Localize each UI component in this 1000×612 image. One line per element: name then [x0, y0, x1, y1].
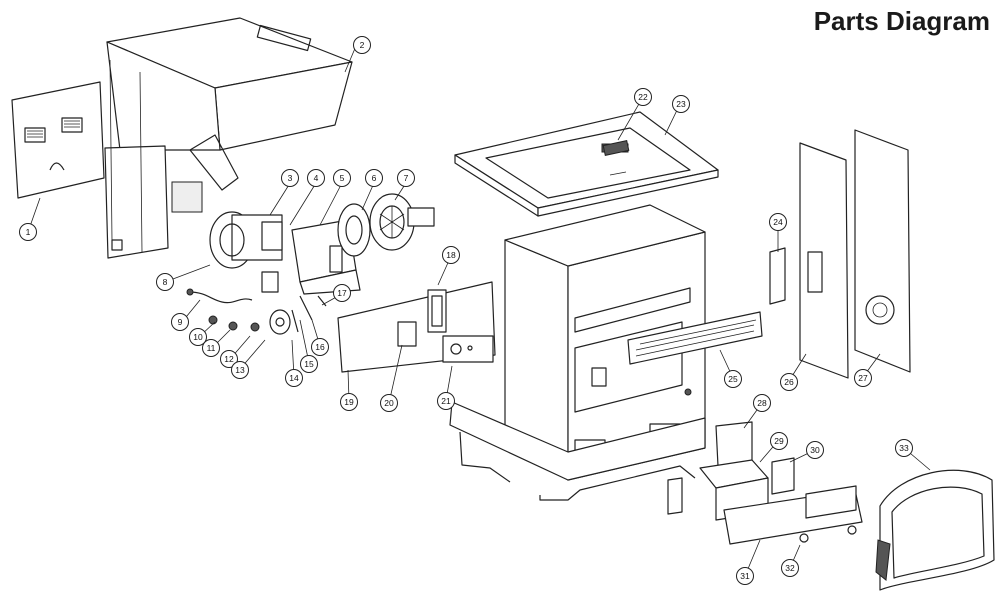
callout: 33 [895, 439, 913, 457]
callout: 13 [231, 361, 249, 379]
callout-label: 32 [785, 563, 795, 573]
callout: 10 [189, 328, 207, 346]
leader-lines [27, 45, 931, 577]
top-trim [602, 140, 630, 156]
side-panels [769, 129, 911, 379]
callout-bubbles: 1 2 3 4 5 6 7 8 9 10 11 12 13 14 15 16 1… [19, 36, 913, 585]
callout: 4 [307, 169, 325, 187]
callout: 14 [285, 369, 303, 387]
callout: 2 [353, 36, 371, 54]
callout-label: 17 [337, 288, 347, 298]
callout: 11 [202, 339, 220, 357]
callout-label: 26 [784, 377, 794, 387]
combustion-blower [209, 211, 283, 269]
callout-label: 23 [676, 99, 686, 109]
callout: 1 [19, 223, 37, 241]
callout-label: 7 [404, 173, 409, 183]
callout: 32 [781, 559, 799, 577]
callout-label: 24 [773, 217, 783, 227]
callout-label: 6 [372, 173, 377, 183]
callout-label: 11 [207, 343, 216, 353]
callout: 18 [442, 246, 460, 264]
side-panel [11, 81, 105, 199]
callout-label: 14 [289, 373, 299, 383]
callout: 6 [365, 169, 383, 187]
callout-label: 20 [384, 398, 394, 408]
callout: 20 [380, 394, 398, 412]
callout: 29 [770, 432, 788, 450]
callout-label: 31 [740, 571, 750, 581]
callout: 12 [220, 350, 238, 368]
callout: 8 [156, 273, 174, 291]
callout-label: 3 [288, 173, 293, 183]
callout-label: 8 [163, 277, 168, 287]
callout: 9 [171, 313, 189, 331]
callout: 19 [340, 393, 358, 411]
callout: 26 [780, 373, 798, 391]
door [875, 469, 995, 591]
callout-label: 9 [178, 317, 183, 327]
callout-label: 29 [774, 436, 784, 446]
callout-label: 25 [728, 374, 738, 384]
callout: 3 [281, 169, 299, 187]
callout-label: 1 [26, 227, 31, 237]
hopper [104, 17, 353, 259]
callout-label: 5 [340, 173, 345, 183]
convection-fan [369, 193, 435, 251]
callout: 16 [311, 338, 329, 356]
grille-plate [627, 311, 763, 365]
callout-label: 30 [810, 445, 820, 455]
callout-label: 21 [441, 396, 451, 406]
callout-label: 12 [224, 354, 234, 364]
electrical-parts [186, 271, 327, 335]
callout-label: 18 [446, 250, 456, 260]
callout-label: 4 [314, 173, 319, 183]
callout: 23 [672, 95, 690, 113]
callout: 25 [724, 370, 742, 388]
callout: 5 [333, 169, 351, 187]
callout-label: 16 [315, 342, 325, 352]
ash-pan [667, 421, 863, 545]
callout-label: 15 [304, 359, 314, 369]
control-panel [337, 281, 496, 373]
callout: 30 [806, 441, 824, 459]
callout: 24 [769, 213, 787, 231]
callout-label: 2 [360, 40, 365, 50]
callout-label: 27 [858, 373, 868, 383]
callout: 15 [300, 355, 318, 373]
callout: 27 [854, 369, 872, 387]
callout: 31 [736, 567, 754, 585]
callout-label: 22 [638, 92, 648, 102]
callout-label: 13 [235, 365, 245, 375]
callout: 22 [634, 88, 652, 106]
callout-label: 19 [344, 397, 354, 407]
callout: 21 [437, 392, 455, 410]
callout: 28 [753, 394, 771, 412]
callout-label: 10 [193, 332, 203, 342]
callout: 7 [397, 169, 415, 187]
callout-label: 33 [899, 443, 909, 453]
callout: 17 [333, 284, 351, 302]
gasket [337, 203, 371, 257]
callout-label: 28 [757, 398, 767, 408]
diagram-title: Parts Diagram [813, 6, 990, 36]
